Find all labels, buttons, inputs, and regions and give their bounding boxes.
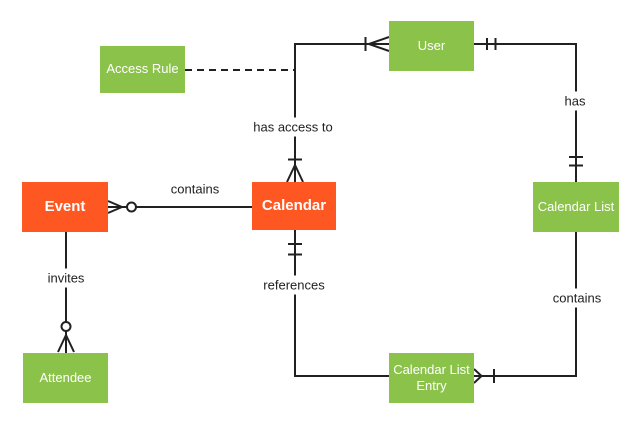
relationship-label-has-access-to: has access to bbox=[248, 117, 338, 137]
entity-user-label: User bbox=[417, 37, 446, 53]
entity-event-label: Event bbox=[44, 197, 86, 215]
connector-calendar-entry bbox=[294, 230, 389, 377]
connector-user-calendar-list bbox=[474, 43, 577, 182]
entity-calendar-list-entry-label: Calendar List Entry bbox=[393, 361, 470, 393]
zero-circle-attendee-icon bbox=[60, 321, 72, 332]
zero-circle-event-icon bbox=[126, 201, 137, 213]
connector-calendar-user bbox=[294, 43, 389, 182]
one-and-only-one-user-right-icon bbox=[486, 38, 497, 50]
crows-foot-many-calendar-top-icon bbox=[286, 164, 304, 183]
entity-calendar-label: Calendar bbox=[261, 196, 327, 214]
relationship-label-has: has bbox=[559, 91, 591, 111]
entity-attendee: Attendee bbox=[23, 353, 108, 403]
crows-foot-many-event-icon bbox=[107, 200, 123, 214]
one-and-only-one-calendar-bottom-icon bbox=[288, 243, 302, 256]
entity-calendar: Calendar bbox=[252, 182, 336, 230]
entity-access-rule-label: Access Rule bbox=[106, 61, 179, 77]
relationship-label-invites: invites bbox=[42, 268, 90, 288]
entity-access-rule: Access Rule bbox=[100, 46, 185, 93]
crows-foot-many-entry-icon bbox=[473, 368, 483, 384]
crows-foot-many-attendee-icon bbox=[57, 334, 75, 353]
connector-calendar-list-entry bbox=[474, 232, 577, 377]
crows-foot-many-user-icon bbox=[368, 36, 390, 52]
entity-calendar-list-entry: Calendar List Entry bbox=[389, 353, 474, 403]
relationship-label-contains-event-calendar: contains bbox=[165, 179, 225, 199]
one-and-only-one-calendar-list-icon bbox=[569, 156, 583, 167]
relationship-label-references: references bbox=[258, 275, 330, 295]
entity-event: Event bbox=[22, 182, 108, 232]
entity-attendee-label: Attendee bbox=[39, 369, 92, 385]
entity-calendar-list-label: Calendar List bbox=[537, 198, 615, 214]
entity-calendar-list: Calendar List bbox=[533, 182, 619, 232]
relationship-label-contains-calendar-list: contains bbox=[547, 288, 607, 308]
entity-user: User bbox=[389, 21, 474, 71]
